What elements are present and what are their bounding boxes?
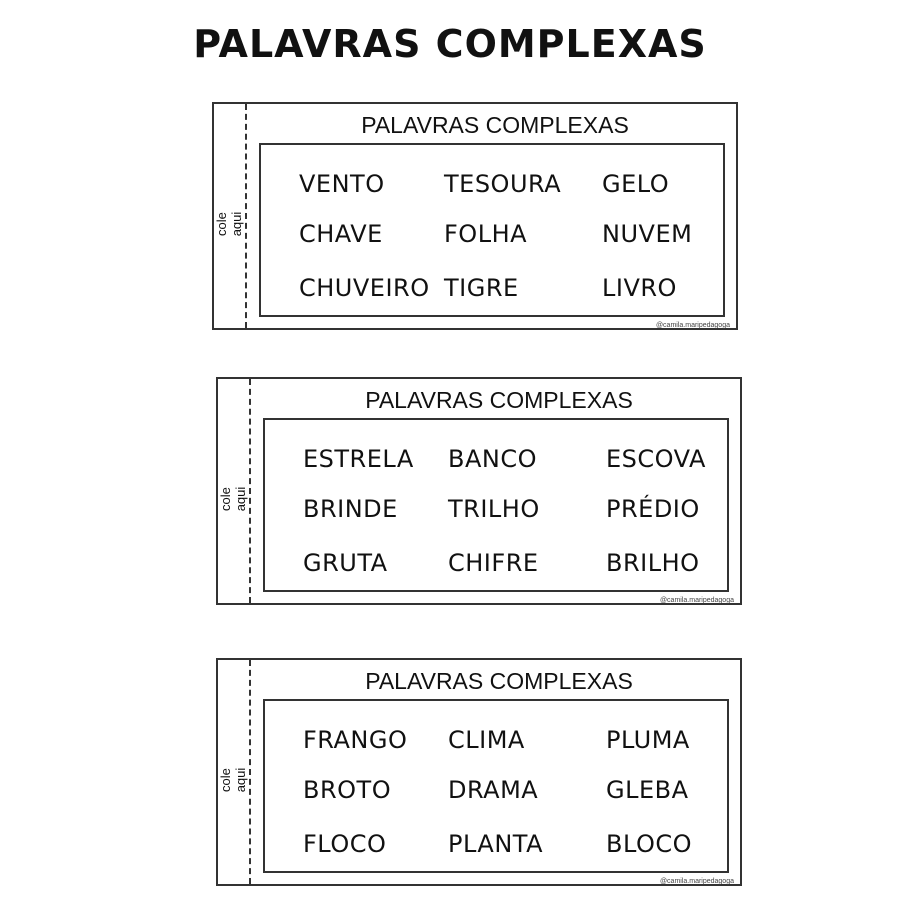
word: CHIFRE [448,549,539,577]
cut-line [249,379,251,603]
glue-label: cole aqui [218,486,248,512]
word: BANCO [448,445,537,473]
credit: @camila.maripedagoga [659,597,734,604]
page-title: PALAVRAS COMPLEXAS [193,22,707,66]
word: FLOCO [303,830,387,858]
word: PLUMA [606,726,690,754]
word-card: cole aqui PALAVRAS COMPLEXAS FRANGO CLIMA… [216,658,742,886]
card-title: PALAVRAS COMPLEXAS [361,112,629,138]
word: NUVEM [602,220,693,248]
word: GELO [602,170,670,198]
word: TESOURA [444,170,562,198]
word: PRÉDIO [606,495,700,523]
word-box [259,143,725,317]
cut-line [249,660,251,884]
word: CHUVEIRO [299,274,430,302]
word: BRILHO [606,549,700,577]
cut-line [245,104,247,328]
word: PLANTA [448,830,543,858]
word-card: cole aqui PALAVRAS COMPLEXAS ESTRELA BANC… [216,377,742,605]
word: GRUTA [303,549,388,577]
word: GLEBA [606,776,689,804]
word: BLOCO [606,830,693,858]
word: TRILHO [448,495,540,523]
word-box [263,699,729,873]
word: CHAVE [299,220,383,248]
word: BROTO [303,776,392,804]
card-title: PALAVRAS COMPLEXAS [365,668,633,694]
word: LIVRO [602,274,677,302]
word-card: cole aqui PALAVRAS COMPLEXAS VENTO TESOUR… [212,102,738,330]
glue-label: cole aqui [214,211,244,237]
word: BRINDE [303,495,398,523]
word: CLIMA [448,726,525,754]
word: DRAMA [448,776,539,804]
word: TIGRE [444,274,519,302]
card-title: PALAVRAS COMPLEXAS [365,387,633,413]
glue-label: cole aqui [218,767,248,793]
word-box [263,418,729,592]
word: ESTRELA [303,445,414,473]
word: VENTO [299,170,385,198]
word: ESCOVA [606,445,706,473]
credit: @camila.maripedagoga [655,322,730,329]
word: FOLHA [444,220,528,248]
credit: @camila.maripedagoga [659,878,734,885]
word: FRANGO [303,726,408,754]
